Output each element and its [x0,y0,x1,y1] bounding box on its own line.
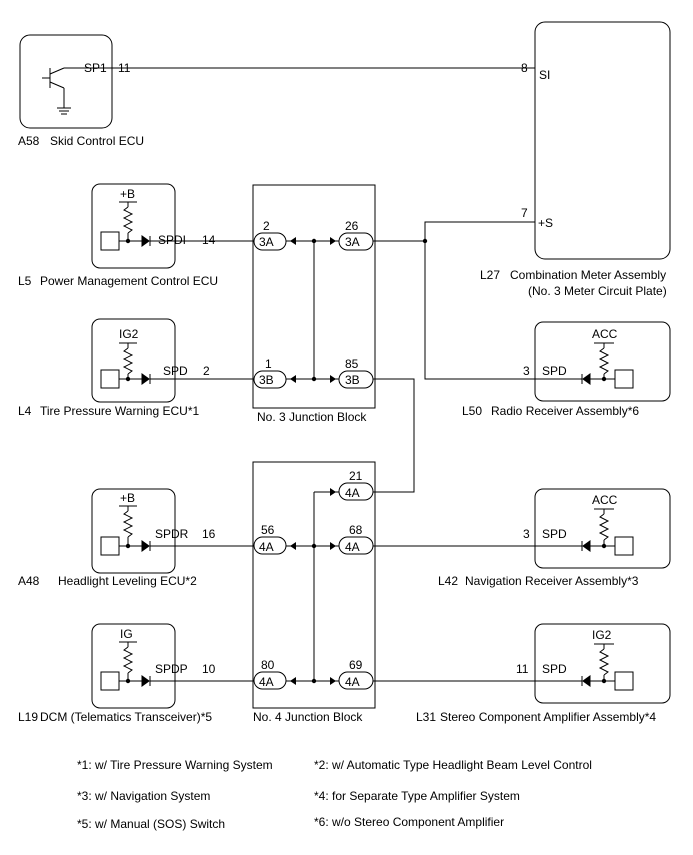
j4-c2-conn: 4A [259,540,274,554]
l4-pin: 2 [203,364,210,378]
a58-code: A58 [18,134,40,148]
meter-name: Combination Meter Assembly [510,268,666,282]
j3-c3-pin: 1 [265,357,272,371]
l4-code: L4 [18,404,32,418]
l50-signal: SPD [542,364,567,378]
l19-name: DCM (Telematics Transceiver)*5 [40,710,212,724]
j4-c3-pin: 68 [349,523,363,537]
junction-dots [125,237,607,685]
l42-supply: ACC [592,493,618,507]
l4-supply: IG2 [119,327,139,341]
j3-c2-conn: 3A [345,235,360,249]
meter-pin-s: 7 [521,206,528,220]
stereo-amplifier [534,623,671,704]
power-management-ecu [91,183,176,269]
j4-name: No. 4 Junction Block [253,710,363,724]
j4-c3-conn: 4A [345,540,360,554]
a48-pin: 16 [202,527,216,541]
j3-c2-pin: 26 [345,219,359,233]
l50-pin: 3 [523,364,530,378]
l31-code: L31 [416,710,436,724]
a58-signal: SP1 [84,61,107,75]
a58-pin: 11 [118,61,131,75]
dcm-telematics [91,623,176,709]
l31-name: Stereo Component Amplifier Assembly*4 [440,710,656,724]
meter-label-si: SI [539,68,550,82]
l31-signal: SPD [542,662,567,676]
l42-pin: 3 [523,527,530,541]
l31-supply: IG2 [592,628,612,642]
l31-pin: 11 [516,662,529,676]
meter-code: L27 [480,268,500,282]
l19-code: L19 [18,710,38,724]
l42-code: L42 [438,574,458,588]
l19-pin: 10 [202,662,216,676]
l5-name: Power Management Control ECU [40,274,218,288]
l4-name: Tire Pressure Warning ECU*1 [40,404,199,418]
l50-name: Radio Receiver Assembly*6 [491,404,639,418]
external-wires [175,221,535,682]
a48-code: A48 [18,574,40,588]
j4-c2-pin: 56 [261,523,275,537]
j3-c4-conn: 3B [345,373,360,387]
radio-receiver [534,321,671,402]
l50-code: L50 [462,404,482,418]
l4-signal: SPD [163,364,188,378]
combination-meter-box [534,21,671,260]
a48-name: Headlight Leveling ECU*2 [58,574,197,588]
j3-c3-conn: 3B [259,373,274,387]
navigation-receiver [534,488,671,569]
j3-c1-conn: 3A [259,235,274,249]
a48-supply: +B [120,491,135,505]
l5-supply: +B [120,187,135,201]
meter-pin-si: 8 [521,61,528,75]
note-5: *5: w/ Manual (SOS) Switch [77,817,226,831]
l19-supply: IG [120,627,133,641]
l42-name: Navigation Receiver Assembly*3 [465,574,639,588]
j3-c1-pin: 2 [263,219,270,233]
a48-signal: SPDR [155,527,189,541]
j4-c1-conn: 4A [345,486,360,500]
j4-c5-conn: 4A [345,675,360,689]
l19-signal: SPDP [155,662,188,676]
j4-c1-pin: 21 [349,469,363,483]
l50-supply: ACC [592,327,618,341]
l5-pin: 14 [202,233,216,247]
j4-c5-pin: 69 [349,658,363,672]
note-1: *1: w/ Tire Pressure Warning System [77,758,273,772]
a58-name: Skid Control ECU [50,134,144,148]
j4-c4-conn: 4A [259,675,274,689]
l5-code: L5 [18,274,32,288]
j3-name: No. 3 Junction Block [257,410,367,424]
skid-control-ecu [19,34,113,129]
tire-pressure-ecu [91,318,176,403]
note-3: *3: w/ Navigation System [77,789,211,803]
headlight-leveling-ecu [91,488,176,574]
l5-signal: SPDI [158,233,186,247]
note-4: *4: for Separate Type Amplifier System [314,789,520,803]
j3-c4-pin: 85 [345,357,359,371]
note-2: *2: w/ Automatic Type Headlight Beam Lev… [314,758,592,772]
j4-c4-pin: 80 [261,658,275,672]
meter-label-s: +S [538,216,553,230]
l42-signal: SPD [542,527,567,541]
meter-subname: (No. 3 Meter Circuit Plate) [528,284,667,298]
note-6: *6: w/o Stereo Component Amplifier [314,815,505,829]
